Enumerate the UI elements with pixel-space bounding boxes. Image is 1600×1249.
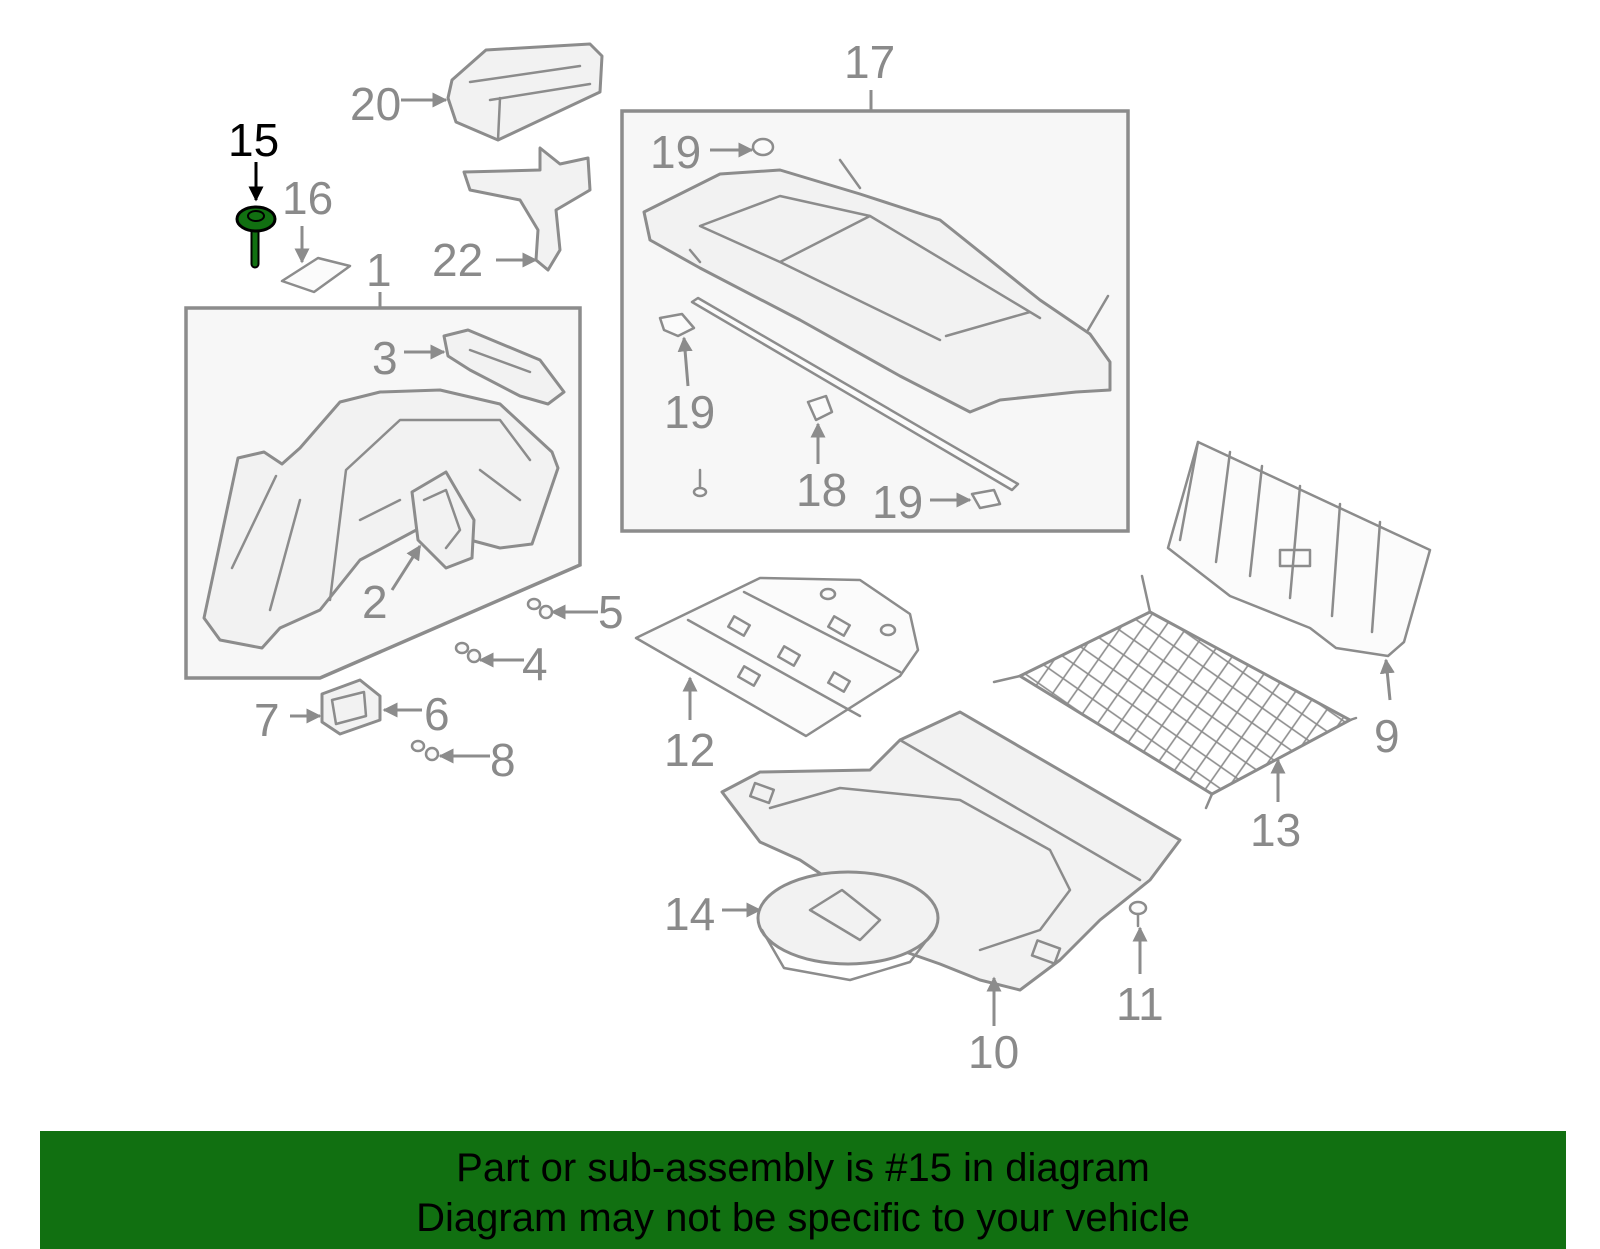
part-15-bolt [235, 205, 277, 269]
part-9-rear-trim [1166, 440, 1432, 658]
leader-lines [248, 92, 1395, 1026]
callout-10: 10 [968, 1026, 1019, 1078]
callout-3: 3 [372, 332, 398, 384]
callout-17: 17 [844, 36, 895, 88]
part-12-floor-board [634, 576, 920, 738]
part-21-tray [446, 42, 604, 142]
info-banner: Part or sub-assembly is #15 in diagram D… [40, 1131, 1566, 1249]
part-22-bracket [462, 146, 592, 272]
part-11-clip [1128, 900, 1148, 928]
part-5-fastener [526, 597, 554, 620]
callout-20: 19 [650, 126, 701, 178]
part-14-wheel-well [756, 870, 940, 982]
callout-5: 5 [598, 586, 624, 638]
callout-22: 22 [432, 234, 483, 286]
callout-19b: 19 [872, 476, 923, 528]
part-4-fastener [454, 641, 482, 664]
banner-line-1: Part or sub-assembly is #15 in diagram [456, 1146, 1150, 1190]
part-18-clip [806, 394, 834, 422]
part-19-clip-a [658, 312, 696, 338]
callout-15: 15 [228, 114, 279, 166]
part-18-rod [690, 296, 1020, 492]
callout-18: 18 [796, 464, 847, 516]
part-fastener-box17 [692, 468, 708, 498]
callout-labels: 20 22 15 16 1 3 2 5 4 7 6 8 17 19 19 18 … [228, 36, 1400, 1078]
part-20-grommet [751, 137, 775, 157]
part-19-clip-b [970, 488, 1002, 510]
callout-1: 1 [366, 244, 392, 296]
part-13-cargo-net [992, 574, 1358, 810]
callout-9: 9 [1374, 710, 1400, 762]
callout-13: 13 [1250, 804, 1301, 856]
part-2-insert [410, 470, 476, 570]
callout-12: 12 [664, 724, 715, 776]
callout-21: 20 [350, 78, 401, 130]
part-6-7-lamp [320, 678, 382, 736]
banner-line-2: Diagram may not be specific to your vehi… [416, 1196, 1190, 1240]
part-16-label [280, 256, 352, 294]
part-17-cover [642, 158, 1112, 414]
part-3-cover [442, 328, 566, 406]
callout-16: 16 [282, 172, 333, 224]
callout-8: 8 [490, 734, 516, 786]
part-1-quarter-trim [202, 388, 560, 650]
part-8-fastener [410, 739, 440, 762]
callout-7: 7 [254, 694, 280, 746]
callout-4: 4 [522, 638, 548, 690]
callout-14: 14 [664, 888, 715, 940]
callout-6: 6 [424, 688, 450, 740]
callout-19a: 19 [664, 386, 715, 438]
callout-11: 11 [1116, 978, 1164, 1030]
callout-2: 2 [362, 576, 388, 628]
